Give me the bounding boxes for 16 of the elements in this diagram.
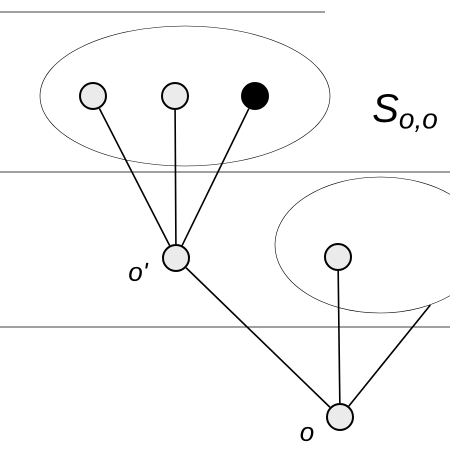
vertex-circle — [161, 82, 189, 110]
ellipse — [40, 26, 330, 166]
set-label: S$_{o,o}$ — [373, 94, 437, 132]
vertex-circle — [79, 82, 107, 110]
edge-line — [337, 271, 341, 404]
vertex-label: o' — [129, 262, 148, 282]
edge-line — [181, 108, 250, 246]
vertex-circle — [324, 243, 352, 271]
edge-line — [98, 108, 170, 246]
vertex-circle — [326, 403, 354, 431]
vertex-label: o — [300, 426, 314, 442]
edge-line — [348, 304, 431, 407]
vertex-circle — [241, 82, 269, 110]
edge-line — [186, 267, 330, 408]
vertex-circle — [162, 244, 190, 272]
edge-line — [174, 110, 177, 244]
